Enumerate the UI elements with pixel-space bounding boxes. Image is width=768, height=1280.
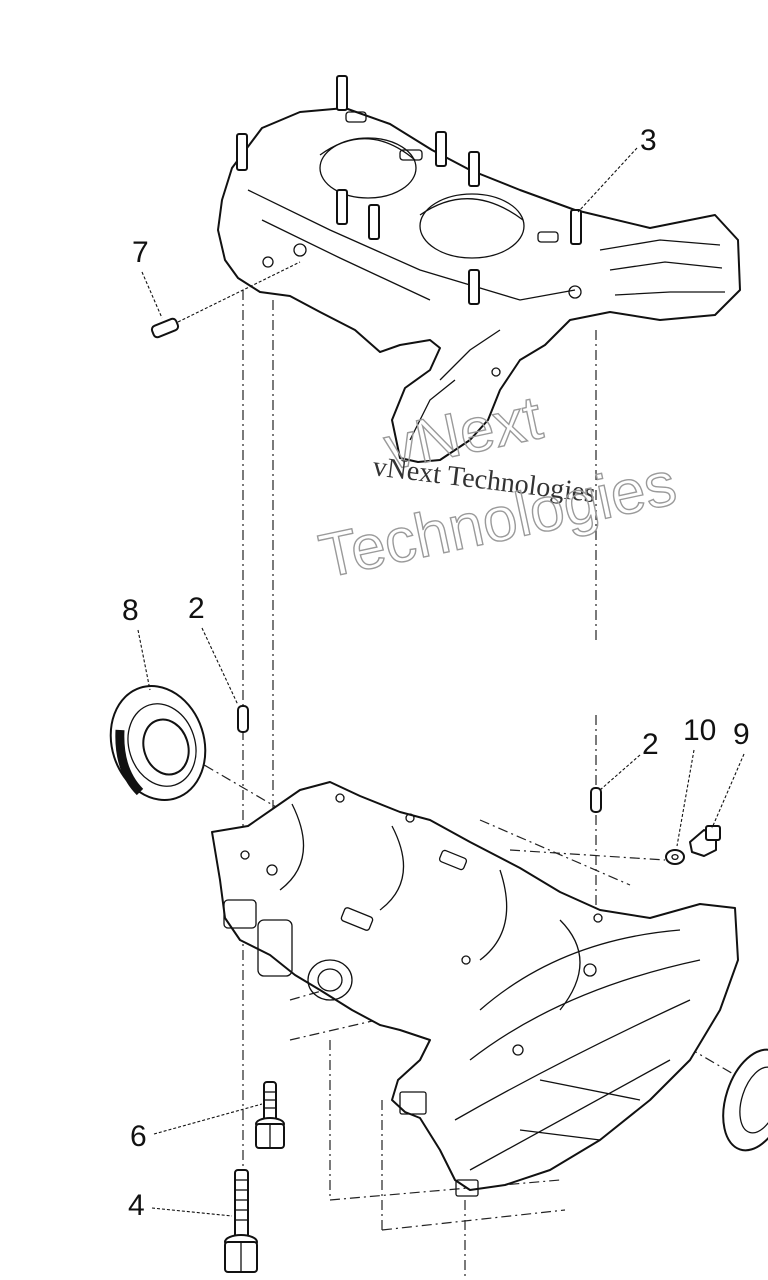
oil-seal-right (722, 1048, 768, 1152)
callout-10: 10 (683, 714, 716, 747)
bolt-6 (255, 1081, 285, 1149)
callout-4: 4 (128, 1189, 145, 1222)
upper-crankcase (217, 75, 741, 463)
drain-bolt-9 (689, 825, 721, 857)
callout-2-right: 2 (642, 728, 659, 761)
dowel-pins-2 (237, 705, 602, 813)
callout-2-left: 2 (188, 592, 205, 625)
cylinder-studs (236, 75, 582, 305)
bolt-4 (224, 1169, 258, 1273)
callout-9: 9 (733, 718, 750, 751)
washer-10 (665, 849, 685, 865)
callout-8: 8 (122, 594, 139, 627)
dowel-pin-7 (150, 261, 301, 339)
callout-6: 6 (130, 1120, 147, 1153)
watermark: vNext vNext Technologies Technologies (313, 383, 683, 593)
lower-crankcase (211, 781, 739, 1197)
callouts: 3 7 8 2 2 10 9 6 4 (122, 124, 750, 1222)
oil-seal-8 (109, 685, 207, 801)
callout-3: 3 (640, 124, 657, 157)
callout-7: 7 (132, 236, 149, 269)
